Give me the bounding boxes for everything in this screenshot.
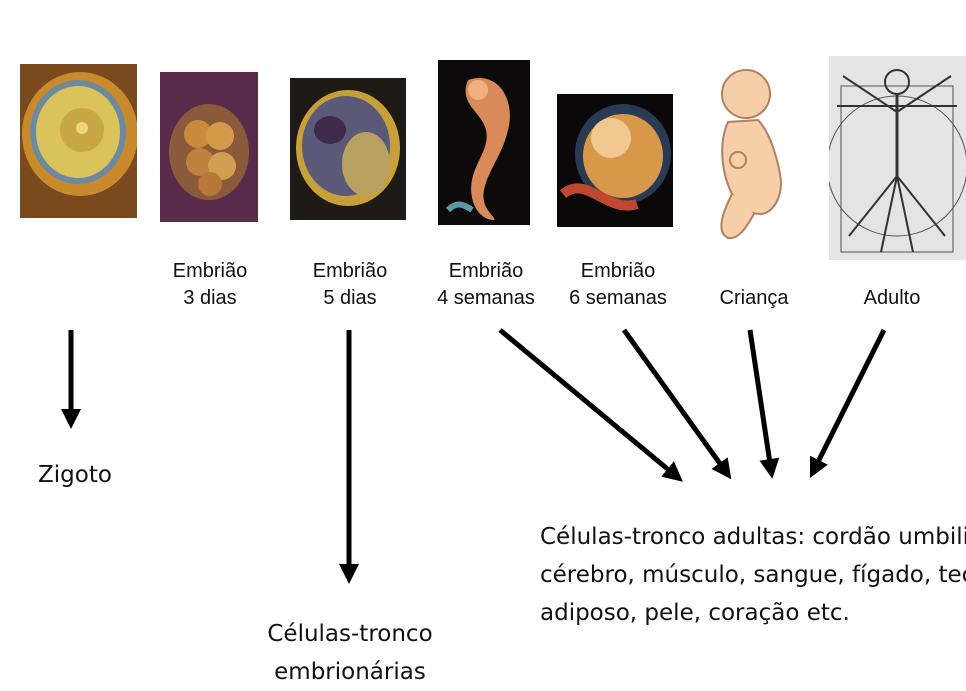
adult-stem-cells-label: Células-tronco adultas: cordão umbilical…: [540, 518, 966, 632]
arrow-6-semanas: [624, 330, 726, 472]
embryonic-stem-cells-label: Células-tronco embrionárias: [230, 615, 470, 691]
zigoto-label: Zigoto: [38, 462, 112, 488]
arrow-4-semanas: [500, 330, 676, 476]
arrow-adulto: [814, 330, 884, 470]
arrow-crianca: [750, 330, 771, 470]
